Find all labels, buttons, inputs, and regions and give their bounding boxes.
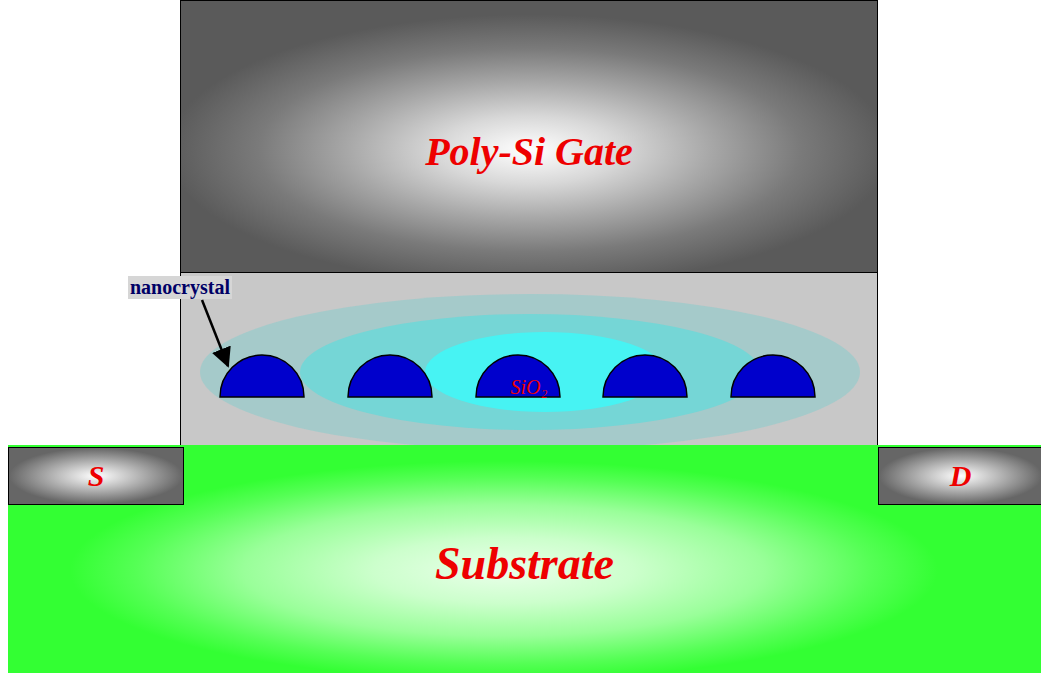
- oxide-glow: [300, 314, 760, 430]
- gate-electrode: Poly-Si Gate: [180, 0, 878, 273]
- nanocrystal-dot: [603, 355, 687, 397]
- source-region: S: [8, 447, 184, 505]
- part-label: nanocrystal: [128, 276, 232, 299]
- region-name: Substrate: [435, 537, 614, 590]
- substrate-region: Substrate S D: [8, 445, 1041, 673]
- region-name: S: [88, 459, 105, 493]
- drain-region: D: [878, 447, 1041, 505]
- region-name: D: [950, 459, 972, 493]
- nanocrystal-dot: [731, 355, 815, 397]
- oxide-layer: SiO₂: [180, 272, 878, 446]
- region-name: Poly-Si Gate: [425, 128, 633, 175]
- nanocrystal-dot: [348, 355, 432, 397]
- region-name: SiO₂: [511, 376, 548, 399]
- oxide-glow: [200, 294, 860, 450]
- leader-arrow: [202, 300, 228, 366]
- nanocrystal-dot: [220, 355, 304, 397]
